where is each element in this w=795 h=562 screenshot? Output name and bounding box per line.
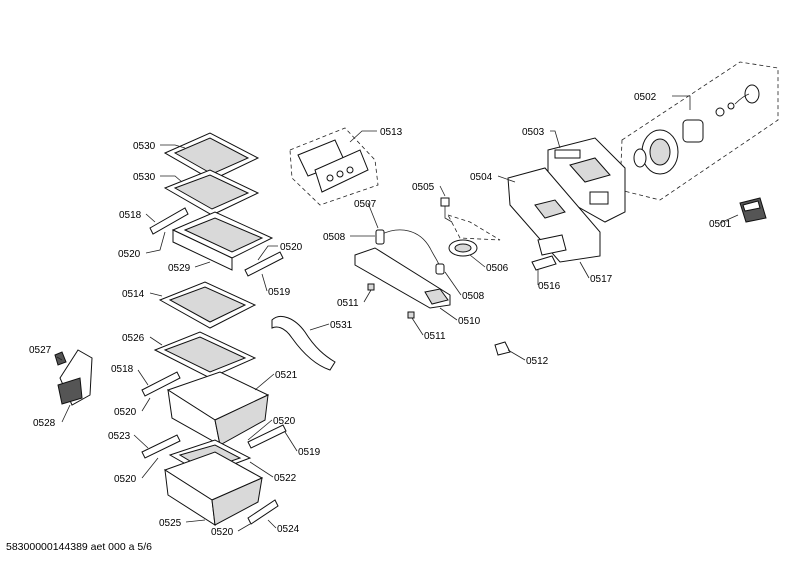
- callout-0524: 0524: [277, 524, 300, 535]
- callout-0501: 0501: [709, 219, 732, 230]
- drawing-reference-footer: 58300000144389 aet 000 a 5/6: [6, 541, 152, 553]
- callout-0508-lower: 0508: [462, 291, 485, 302]
- callout-0528: 0528: [33, 418, 56, 429]
- crisper-drawer-0521: [166, 371, 270, 446]
- callout-0518-lower: 0518: [111, 364, 134, 375]
- callout-0520-f: 0520: [211, 527, 234, 538]
- callout-0519-lower: 0519: [298, 447, 321, 458]
- callout-labels: 0502 0503 0513 0530 0530 0505 0504 0507 …: [29, 92, 732, 538]
- callout-0507: 0507: [354, 199, 377, 210]
- callout-0516: 0516: [538, 281, 561, 292]
- clip-0512: [494, 341, 511, 356]
- shelf-0530-upper: [163, 132, 260, 181]
- callout-0503: 0503: [522, 127, 545, 138]
- leader-lines: [56, 95, 739, 532]
- callout-0520-e: 0520: [114, 474, 137, 485]
- callout-0511-lower: 0511: [424, 331, 446, 342]
- egg-tray-0513: [289, 127, 379, 206]
- callout-0510: 0510: [458, 316, 481, 327]
- callout-0527: 0527: [29, 345, 52, 356]
- crisper-drawer-0525: [163, 451, 264, 526]
- callout-0520-d: 0520: [273, 416, 296, 427]
- callout-0514: 0514: [122, 289, 145, 300]
- callout-0520-a: 0520: [118, 249, 141, 260]
- shelf-0514: [158, 281, 257, 329]
- callout-0520-b: 0520: [280, 242, 303, 253]
- control-module-0501: [739, 197, 767, 223]
- lamp-socket-0505: [440, 197, 453, 223]
- wiring-harness-0507: [375, 229, 445, 275]
- slide-rail-0519-lower: [247, 424, 287, 449]
- shelf-0530-lower: [163, 169, 260, 216]
- slide-rail-0523: [141, 434, 181, 459]
- callout-0506: 0506: [486, 263, 509, 274]
- shelf-0526: [153, 331, 257, 379]
- slide-rail-0519-upper: [244, 251, 284, 277]
- callout-0517: 0517: [590, 274, 613, 285]
- duct-hose-0531: [271, 316, 336, 371]
- fan-motor-part: [633, 84, 760, 175]
- connector-0516: [531, 255, 557, 271]
- callout-0530-lower: 0530: [133, 172, 156, 183]
- callout-0530-upper: 0530: [133, 141, 156, 152]
- callout-0526: 0526: [122, 333, 145, 344]
- callout-0525: 0525: [159, 518, 182, 529]
- callout-0511-upper: 0511: [337, 298, 359, 309]
- callout-0518-upper: 0518: [119, 210, 142, 221]
- slide-rail-0518: [149, 207, 189, 235]
- callout-0520-c: 0520: [114, 407, 137, 418]
- callout-0505: 0505: [412, 182, 435, 193]
- slide-rail-0518-lower: [141, 371, 181, 397]
- air-duct-housing: [547, 137, 626, 223]
- light-housing-0506: [448, 239, 478, 257]
- holder-0527: [54, 351, 67, 366]
- callout-0521: 0521: [275, 370, 298, 381]
- evaporator-cover: [447, 167, 601, 263]
- callout-0522: 0522: [274, 473, 297, 484]
- callout-0513: 0513: [380, 127, 403, 138]
- callout-0504: 0504: [470, 172, 493, 183]
- slide-rail-0524: [247, 499, 279, 525]
- fan-assembly-group: [547, 61, 779, 223]
- callout-0519-upper: 0519: [268, 287, 291, 298]
- callout-0502: 0502: [634, 92, 657, 103]
- ice-dispenser-0528: [57, 349, 93, 406]
- callout-0512: 0512: [526, 356, 549, 367]
- callout-0523: 0523: [108, 431, 131, 442]
- drawer-0529: [171, 211, 274, 271]
- callout-0529: 0529: [168, 263, 191, 274]
- callout-0508-upper: 0508: [323, 232, 346, 243]
- callout-0531: 0531: [330, 320, 353, 331]
- channel-duct-0510: [354, 247, 451, 309]
